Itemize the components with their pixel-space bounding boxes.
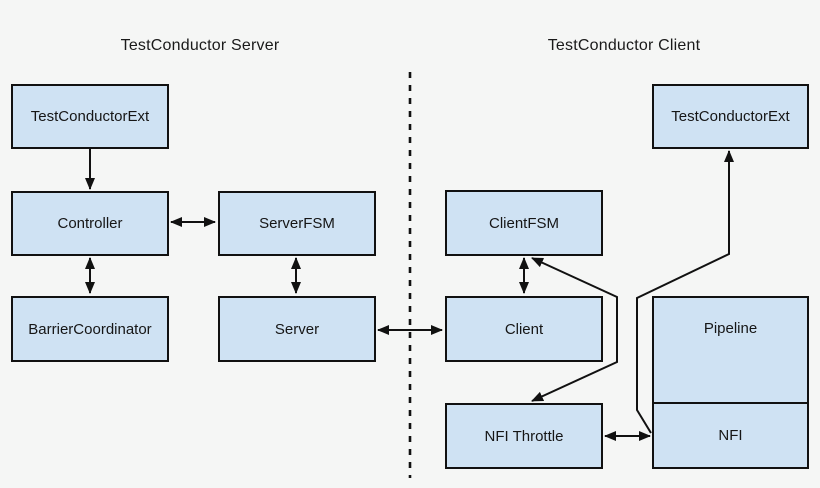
- box-server-testconductorext: TestConductorExt: [11, 84, 169, 149]
- box-pipeline-label: Pipeline: [703, 320, 758, 337]
- box-client-testconductorext: TestConductorExt: [652, 84, 809, 149]
- box-nfi-label: NFI: [718, 427, 743, 444]
- box-serverfsm-label: ServerFSM: [259, 215, 335, 232]
- client-section-title: TestConductor Client: [547, 37, 701, 54]
- box-server: Server: [218, 296, 376, 362]
- server-section-title: TestConductor Server: [120, 37, 280, 54]
- box-serverfsm: ServerFSM: [218, 191, 376, 256]
- box-server-label: Server: [274, 320, 320, 338]
- box-clientfsm-label: ClientFSM: [488, 214, 559, 232]
- box-barriercoordinator-label: BarrierCoordinator: [28, 320, 152, 338]
- box-nfi: NFI: [652, 402, 809, 469]
- box-nfi-throttle: NFI Throttle: [445, 403, 603, 469]
- box-server-testconductorext-label: TestConductorExt: [30, 108, 150, 125]
- box-client: Client: [445, 296, 603, 362]
- box-controller-label: Controller: [57, 215, 123, 232]
- box-client-testconductorext-label: TestConductorExt: [671, 108, 790, 125]
- box-controller: Controller: [11, 191, 169, 256]
- box-pipeline: Pipeline: [652, 296, 809, 404]
- box-clientfsm: ClientFSM: [445, 190, 603, 256]
- box-client-label: Client: [504, 320, 544, 338]
- box-nfi-throttle-label: NFI Throttle: [484, 427, 564, 445]
- box-barriercoordinator: BarrierCoordinator: [11, 296, 169, 362]
